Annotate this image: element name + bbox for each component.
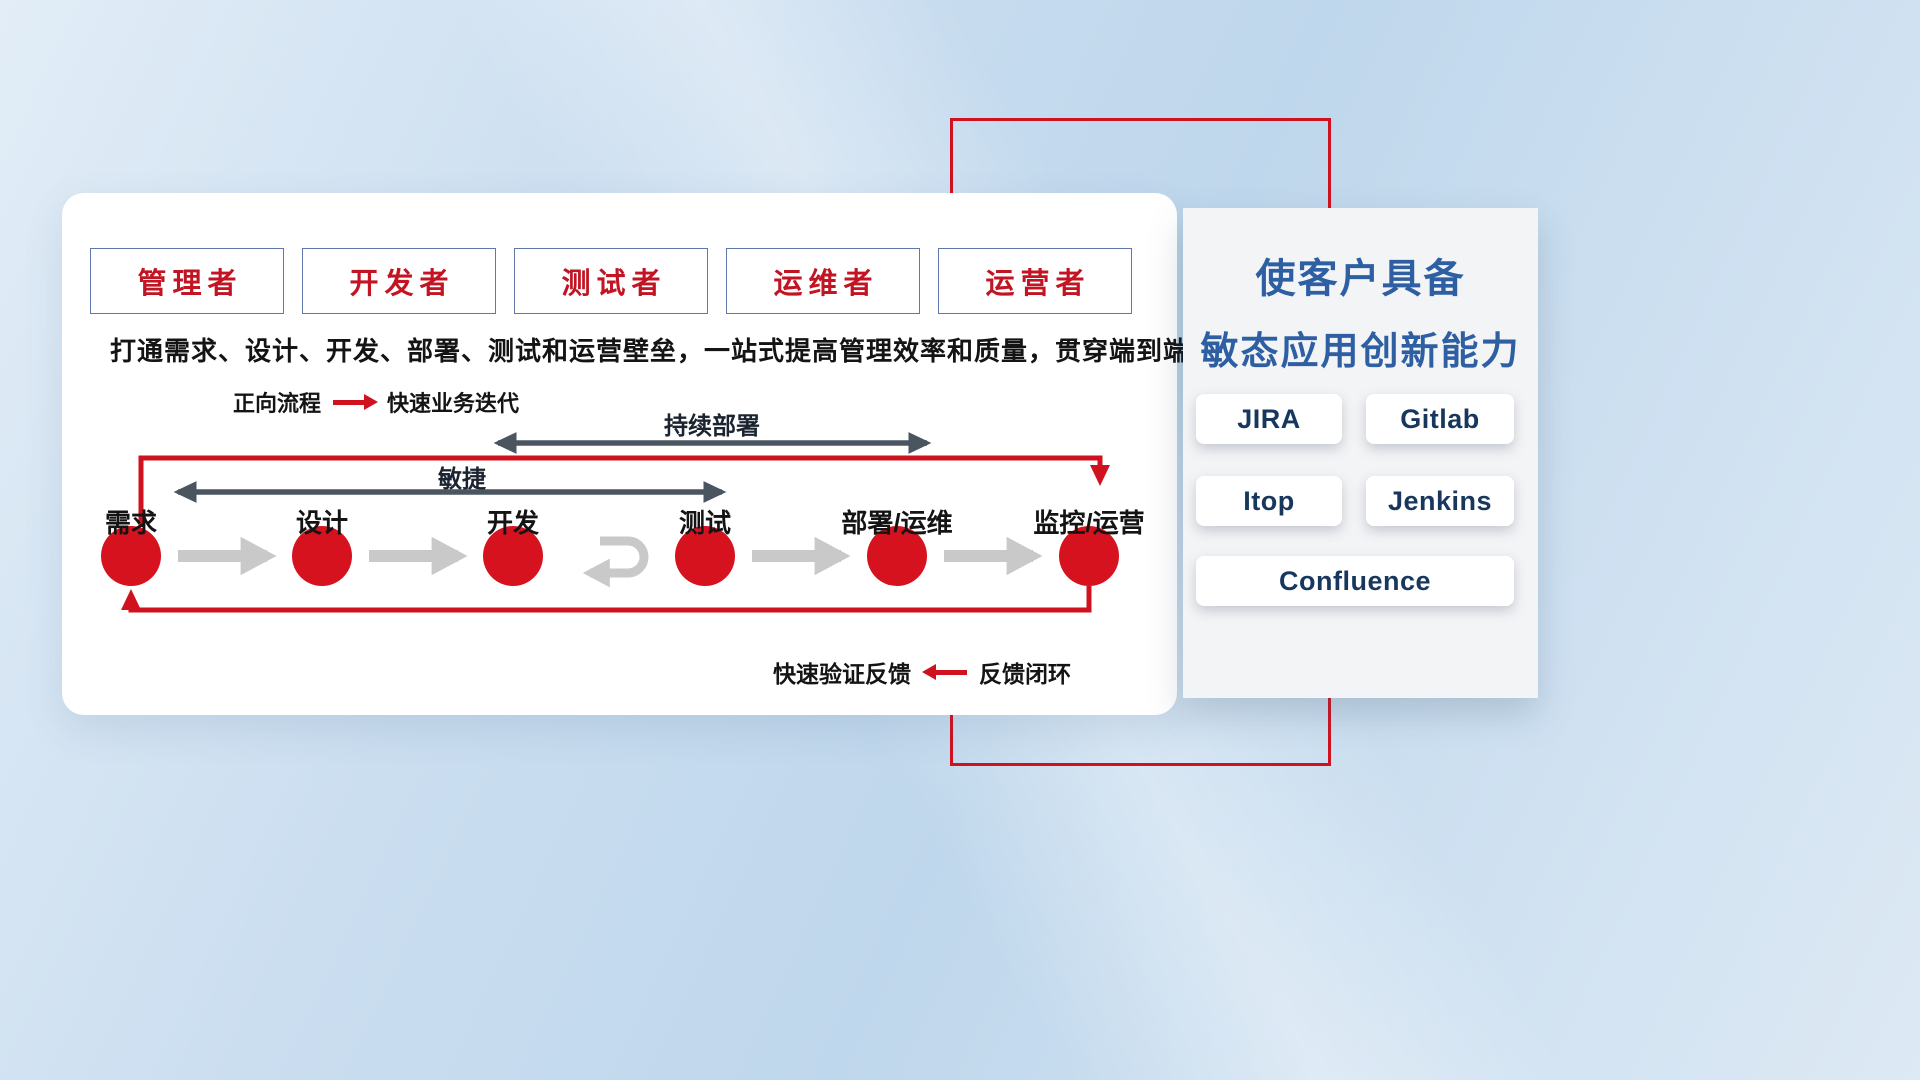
tool-chip-jira: JIRA: [1196, 394, 1342, 444]
continuous-deploy-label: 持续部署: [664, 413, 760, 440]
panel-description: 打通需求、设计、开发、部署、测试和运营壁垒，一站式提高管理效率和质量，贯穿端到端…: [110, 336, 1272, 366]
node-label-develop: 开发: [486, 508, 539, 538]
tool-chip-itop: Itop: [1196, 476, 1342, 526]
feedback-arrow-icon: [922, 663, 967, 680]
feedback-legend: 快速验证反馈 反馈闭环: [773, 655, 1071, 689]
role-box-manager: 管理者: [90, 248, 284, 314]
capability-title-line2: 敏态应用创新能力: [1200, 331, 1521, 373]
role-box-developer: 开发者: [302, 248, 496, 314]
tool-chip-gitlab: Gitlab: [1366, 394, 1514, 444]
forward-legend-label: 正向流程: [233, 391, 322, 416]
capability-panel: 使客户具备 敏态应用创新能力 JIRA Gitlab Itop Jenkins …: [1183, 208, 1538, 698]
loop-arrow-icon: [582, 536, 649, 588]
roles-row: 管理者 开发者 测试者 运维者 运营者: [90, 248, 1132, 314]
tool-chip-jenkins: Jenkins: [1366, 476, 1514, 526]
tool-chip-confluence: Confluence: [1196, 556, 1514, 606]
node-label-design: 设计: [295, 508, 348, 538]
feedback-legend-text: 反馈闭环: [979, 661, 1071, 687]
agile-label: 敏捷: [438, 466, 486, 493]
node-label-test: 测试: [678, 508, 731, 538]
feedback-legend-label: 快速验证反馈: [773, 661, 911, 687]
role-box-operator: 运营者: [938, 248, 1132, 314]
role-box-ops: 运维者: [726, 248, 920, 314]
capability-title-line1: 使客户具备: [1255, 257, 1466, 301]
forward-legend: 正向流程 快速业务迭代: [233, 386, 519, 418]
node-label-deploy-ops: 部署/运维: [841, 508, 953, 538]
forward-arrow-icon: [333, 393, 379, 410]
role-box-tester: 测试者: [514, 248, 708, 314]
node-label-monitor-operate: 监控/运营: [1033, 508, 1145, 538]
node-label-requirements: 需求: [104, 508, 157, 538]
forward-legend-text: 快速业务迭代: [387, 391, 520, 416]
devops-flow-panel: 管理者 开发者 测试者 运维者 运营者 打通需求、设计、开发、部署、测试和运营壁…: [62, 193, 1270, 715]
feedback-flow-line: [121, 586, 1092, 613]
